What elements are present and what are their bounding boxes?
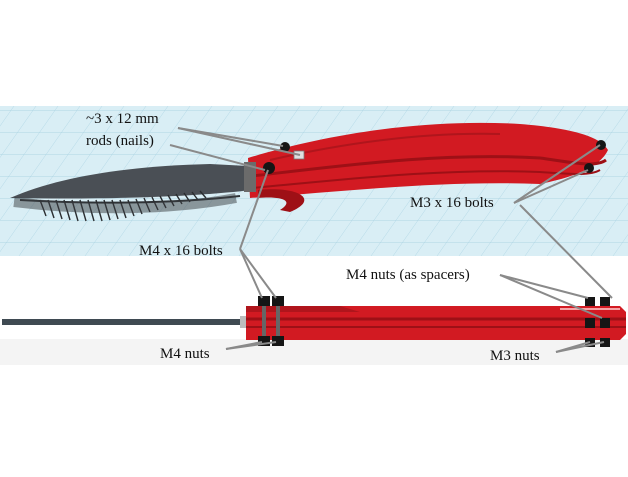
leader-lines xyxy=(169,127,613,353)
workplane-strip xyxy=(0,339,628,365)
side-view xyxy=(2,306,626,340)
label-m4-bolts: M4 x 16 bolts xyxy=(139,243,223,259)
blade-top-view xyxy=(10,164,252,222)
label-m4-spacers: M4 nuts (as spacers) xyxy=(346,267,470,283)
label-rods-line2: rods (nails) xyxy=(86,133,154,149)
label-m4-nuts: M4 nuts xyxy=(160,346,210,362)
label-rods-line1: ~3 x 12 mm xyxy=(86,111,159,127)
handle-top-view xyxy=(244,122,608,212)
label-m3-bolts: M3 x 16 bolts xyxy=(410,195,494,211)
label-m3-nuts: M3 nuts xyxy=(490,348,540,364)
